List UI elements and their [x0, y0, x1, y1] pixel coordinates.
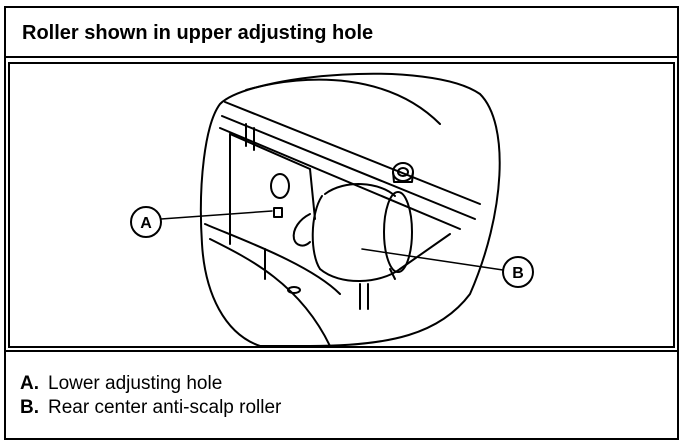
legend: A. Lower adjusting hole B. Rear center ant…	[20, 372, 281, 420]
legend-key: A.	[20, 373, 39, 394]
illustration-frame: A B	[8, 62, 675, 348]
callout-a: A	[130, 206, 273, 238]
adjusting-holes	[270, 173, 290, 218]
bracket-plate	[229, 123, 316, 245]
caption-bar: Roller shown in upper adjusting hole	[6, 8, 677, 58]
roller-cylinder	[292, 183, 413, 282]
bolt	[392, 162, 414, 183]
callout-b: B	[361, 248, 534, 288]
legend-divider	[6, 350, 677, 352]
legend-text: Lower adjusting hole	[48, 373, 223, 394]
deck-bottom	[204, 223, 451, 346]
callout-b-label: B	[512, 265, 524, 282]
legend-text: Rear center anti-scalp roller	[48, 397, 282, 418]
legend-item-a: A. Lower adjusting hole	[20, 372, 281, 396]
deck-top	[219, 78, 481, 230]
detail-circle	[199, 72, 501, 346]
figure-frame: Roller shown in upper adjusting hole	[4, 6, 679, 440]
roller-illustration: A B	[130, 72, 534, 346]
legend-item-b: B. Rear center anti-scalp roller	[20, 396, 281, 420]
callout-a-label: A	[140, 215, 152, 232]
figure-title: Roller shown in upper adjusting hole	[22, 22, 374, 44]
legend-key: B.	[20, 397, 39, 418]
